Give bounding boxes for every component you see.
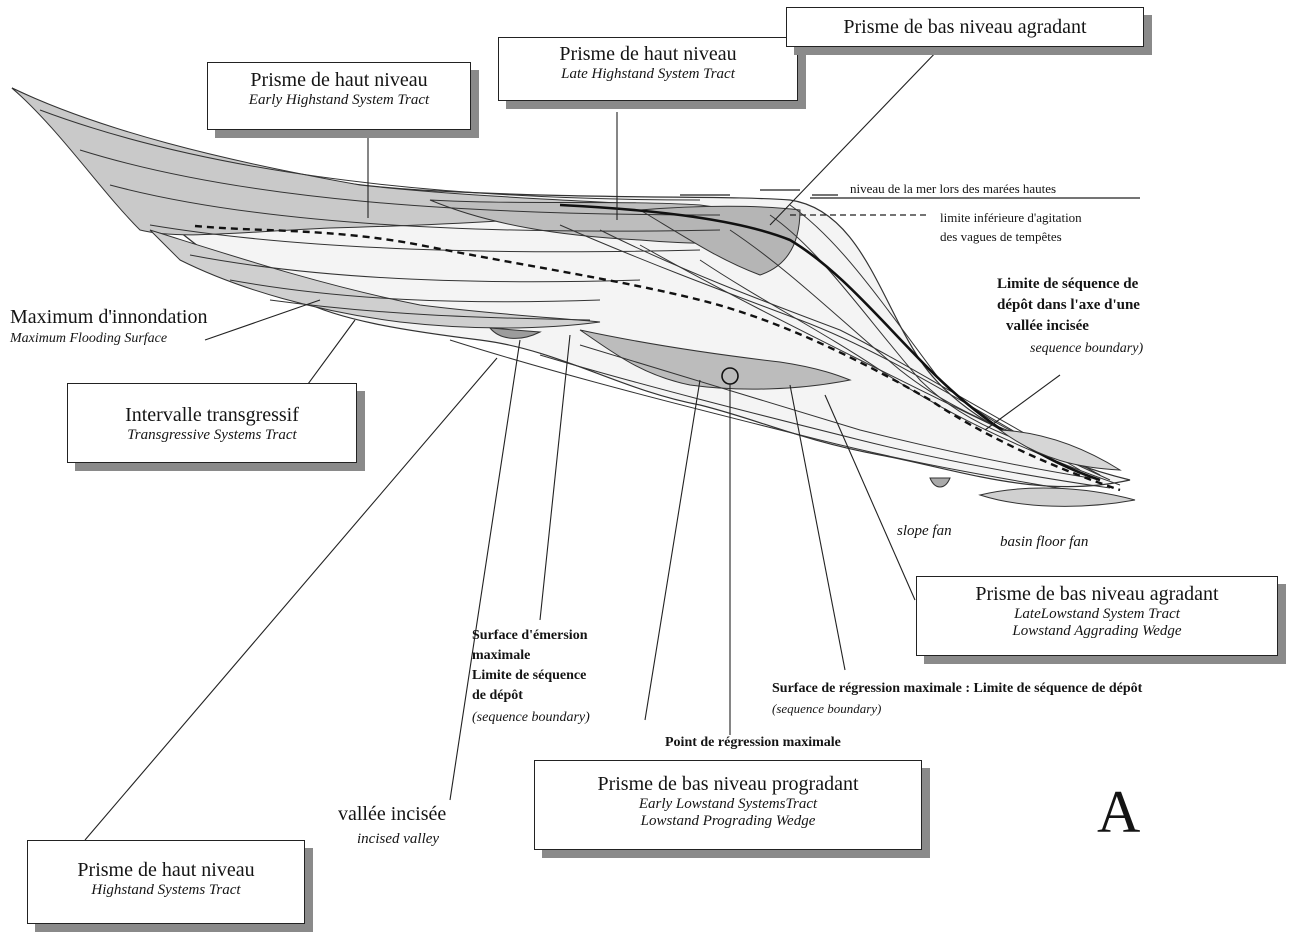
box-highstand-title: Prisme de haut niveau <box>77 859 255 881</box>
box-late-highstand-subtitle: Late Highstand System Tract <box>561 66 735 82</box>
lowstand-wedge-distal <box>998 429 1122 471</box>
box-early-highstand-subtitle: Early Highstand System Tract <box>248 92 430 108</box>
box-late-lowstand-line2: LateLowstand System Tract <box>1014 606 1180 622</box>
box-early-highstand: Prisme de haut niveau Early Highstand Sy… <box>207 62 471 130</box>
label-regression-2: (sequence boundary) <box>772 701 882 716</box>
label-lim-seq-1: Limite de séquence de <box>997 276 1139 292</box>
box-transgressif-subtitle: Transgressive Systems Tract <box>127 427 297 443</box>
box-early-lowstand-title: Prisme de bas niveau progradant <box>597 773 859 795</box>
box-highstand: Prisme de haut niveau Highstand Systems … <box>27 840 305 924</box>
box-late-lowstand-line3: Lowstand Aggrading Wedge <box>1012 623 1182 640</box>
box-early-lowstand-line3: Lowstand Prograding Wedge <box>640 813 816 830</box>
box-late-highstand-title: Prisme de haut niveau <box>559 43 737 65</box>
box-early-lowstand: Prisme de bas niveau progradant Early Lo… <box>534 760 922 850</box>
label-emersion-2: maximale <box>472 648 531 663</box>
label-mfs-en: Maximum Flooding Surface <box>10 331 168 346</box>
label-lim-seq-2: dépôt dans l'axe d'une <box>997 297 1140 313</box>
label-limite-inf-2: des vagues de tempêtes <box>940 229 1062 244</box>
label-basin-floor-fan: basin floor fan <box>1000 534 1089 550</box>
box-late-highstand: Prisme de haut niveau Late Highstand Sys… <box>498 37 798 101</box>
box-transgressif-title: Intervalle transgressif <box>125 404 299 426</box>
box-highstand-subtitle: Highstand Systems Tract <box>91 882 241 898</box>
label-lim-seq-4: sequence boundary) <box>1030 341 1144 356</box>
label-vallee-fr: vallée incisée <box>338 803 447 825</box>
box-late-lowstand: Prisme de bas niveau agradant LateLowsta… <box>916 576 1278 656</box>
label-limite-inf-1: limite inférieure d'agitation <box>940 210 1082 225</box>
incised-valley-fill <box>488 327 542 339</box>
box-bas-niveau-top: Prisme de bas niveau agradant <box>786 7 1144 47</box>
aggrading-wedge-top <box>638 205 801 276</box>
sea-level-lines <box>680 189 1140 216</box>
box-early-lowstand-line2: Early Lowstand SystemsTract <box>638 796 818 812</box>
box-transgressif: Intervalle transgressif Transgressive Sy… <box>67 383 357 463</box>
label-vallee-en: incised valley <box>357 831 440 847</box>
box-bas-niveau-top-title: Prisme de bas niveau agradant <box>843 16 1087 38</box>
label-regression-1: Surface de régression maximale : Limite … <box>772 681 1143 696</box>
lowstand-prograding-wedge <box>579 329 852 390</box>
label-niveau-mer: niveau de la mer lors des marées hautes <box>850 181 1057 196</box>
label-emersion-4: de dépôt <box>472 688 523 703</box>
label-emersion-5: (sequence boundary) <box>472 710 590 725</box>
label-emersion-3: Limite de séquence <box>472 668 587 683</box>
label-mfs-fr: Maximum d'innondation <box>10 306 208 328</box>
label-point-regression: Point de régression maximale <box>665 735 841 750</box>
box-late-lowstand-title: Prisme de bas niveau agradant <box>975 583 1219 605</box>
max-flooding-dashed-line <box>194 224 1121 492</box>
leader-lines <box>84 47 1061 841</box>
slope-fan-shape <box>929 477 951 488</box>
label-slope-fan: slope fan <box>897 523 952 539</box>
label-lim-seq-3: vallée incisée <box>1006 318 1089 334</box>
basin-floor-fan-shape <box>978 487 1136 507</box>
box-early-highstand-title: Prisme de haut niveau <box>250 69 428 91</box>
label-emersion-1: Surface d'émersion <box>472 628 588 643</box>
figure-letter: A <box>1097 779 1141 845</box>
